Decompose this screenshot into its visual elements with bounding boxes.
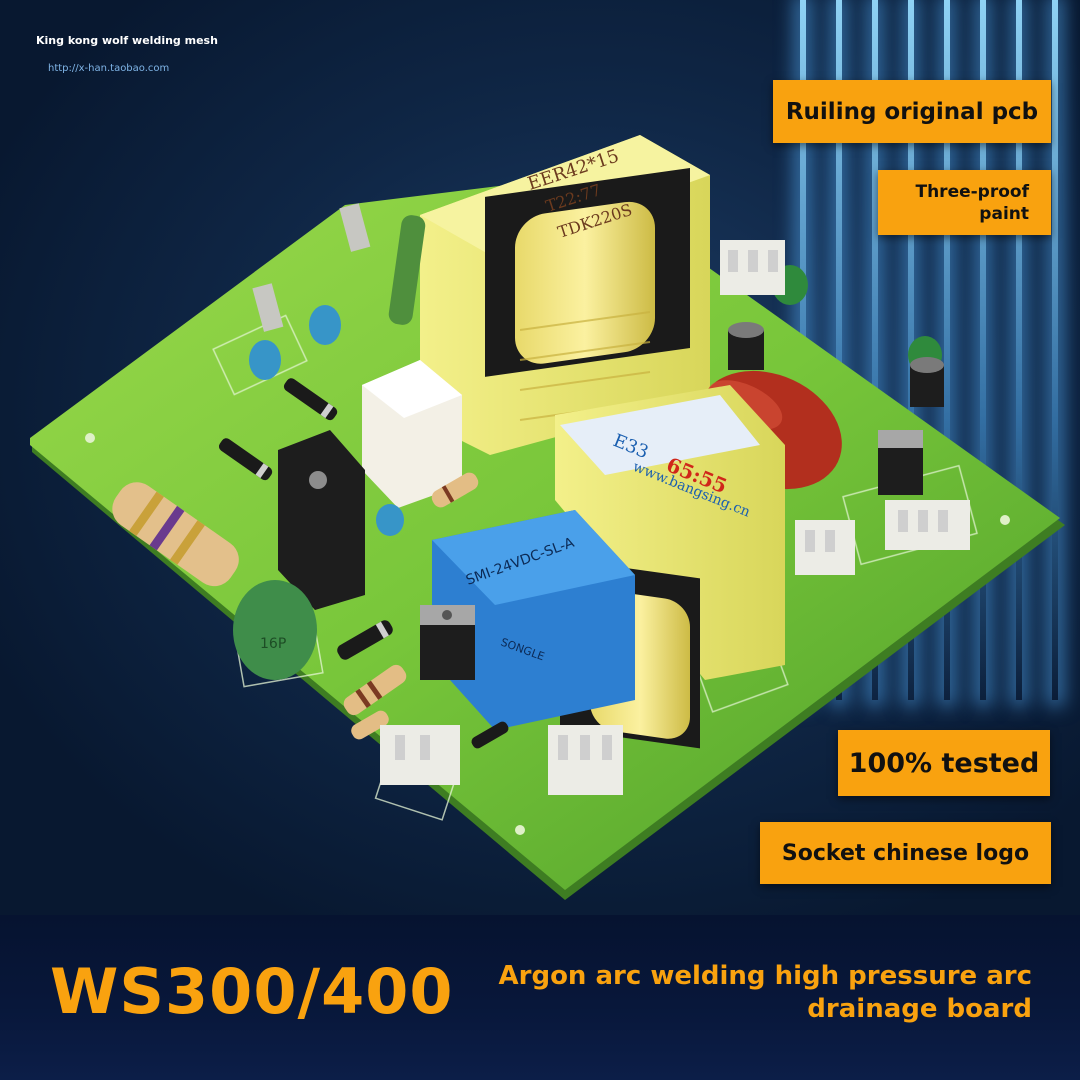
light-bar bbox=[836, 0, 842, 700]
electrolytic-capacitor bbox=[910, 357, 944, 407]
diode bbox=[218, 438, 273, 481]
electrolytic-capacitor bbox=[728, 322, 764, 370]
light-bar bbox=[1052, 0, 1058, 700]
connector bbox=[885, 500, 970, 550]
feature-tag-original-pcb: Ruiling original pcb bbox=[773, 80, 1051, 143]
feature-tag-socket-logo: Socket chinese logo bbox=[760, 822, 1051, 884]
pcb-board-illustration: EER42*15 T22:77 TDK220S E33 65:55 www.ba… bbox=[30, 135, 1065, 900]
blue-capacitor bbox=[249, 340, 281, 380]
watermark-url: http://x-han.taobao.com bbox=[48, 63, 170, 74]
regulator bbox=[878, 430, 923, 495]
green-varistor: 16P bbox=[233, 580, 317, 680]
light-bar bbox=[980, 0, 986, 700]
blue-capacitor bbox=[376, 504, 404, 536]
connector bbox=[380, 725, 460, 785]
product-description: Argon arc welding high pressure arc drai… bbox=[498, 961, 1032, 1024]
diode bbox=[471, 721, 509, 749]
bottom-banner bbox=[0, 915, 1080, 1080]
resistor bbox=[343, 664, 407, 716]
light-bar bbox=[1016, 0, 1022, 700]
power-resistor bbox=[112, 482, 239, 587]
resistor bbox=[351, 710, 389, 740]
power-transistor bbox=[278, 430, 365, 610]
connector bbox=[795, 520, 855, 575]
resistor bbox=[431, 472, 479, 508]
green-resistor bbox=[388, 215, 426, 325]
connector bbox=[720, 240, 785, 295]
diode bbox=[283, 378, 338, 421]
watermark-title: King kong wolf welding mesh bbox=[36, 34, 218, 47]
large-transformer: EER42*15 T22:77 TDK220S bbox=[420, 135, 710, 455]
feature-tag-three-proof-paint: Three-proof paint bbox=[878, 170, 1051, 235]
connector bbox=[548, 725, 623, 795]
light-bar bbox=[872, 0, 878, 700]
diode bbox=[337, 620, 393, 660]
blue-relay: SMI-24VDC-SL-A SONGLE bbox=[432, 510, 635, 730]
spade-terminal bbox=[252, 283, 284, 332]
light-bar bbox=[944, 0, 950, 700]
blue-capacitor bbox=[309, 305, 341, 345]
product-model: WS300/400 bbox=[50, 955, 454, 1028]
regulator bbox=[420, 605, 475, 680]
varistor-label: 16P bbox=[260, 636, 286, 652]
spade-terminal bbox=[339, 203, 371, 252]
feature-tag-tested: 100% tested bbox=[838, 730, 1050, 796]
